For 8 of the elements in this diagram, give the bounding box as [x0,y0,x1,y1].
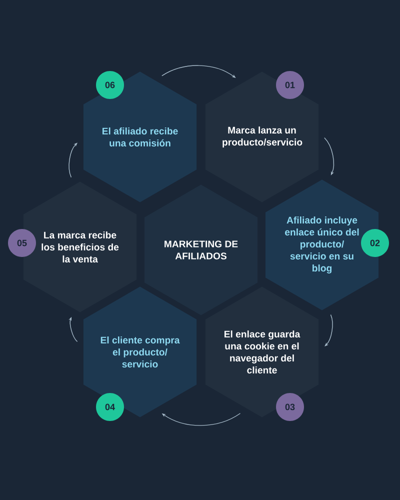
hexagon-step: MARKETING DE AFILIADOS [144,184,258,316]
number-badge: 03 [276,393,304,421]
number-badge: 02 [361,229,389,257]
number-badge: 06 [96,71,124,99]
number-badge: 04 [96,393,124,421]
number-badge: 05 [8,229,36,257]
arrow [324,314,333,346]
number-badge: 01 [276,71,304,99]
